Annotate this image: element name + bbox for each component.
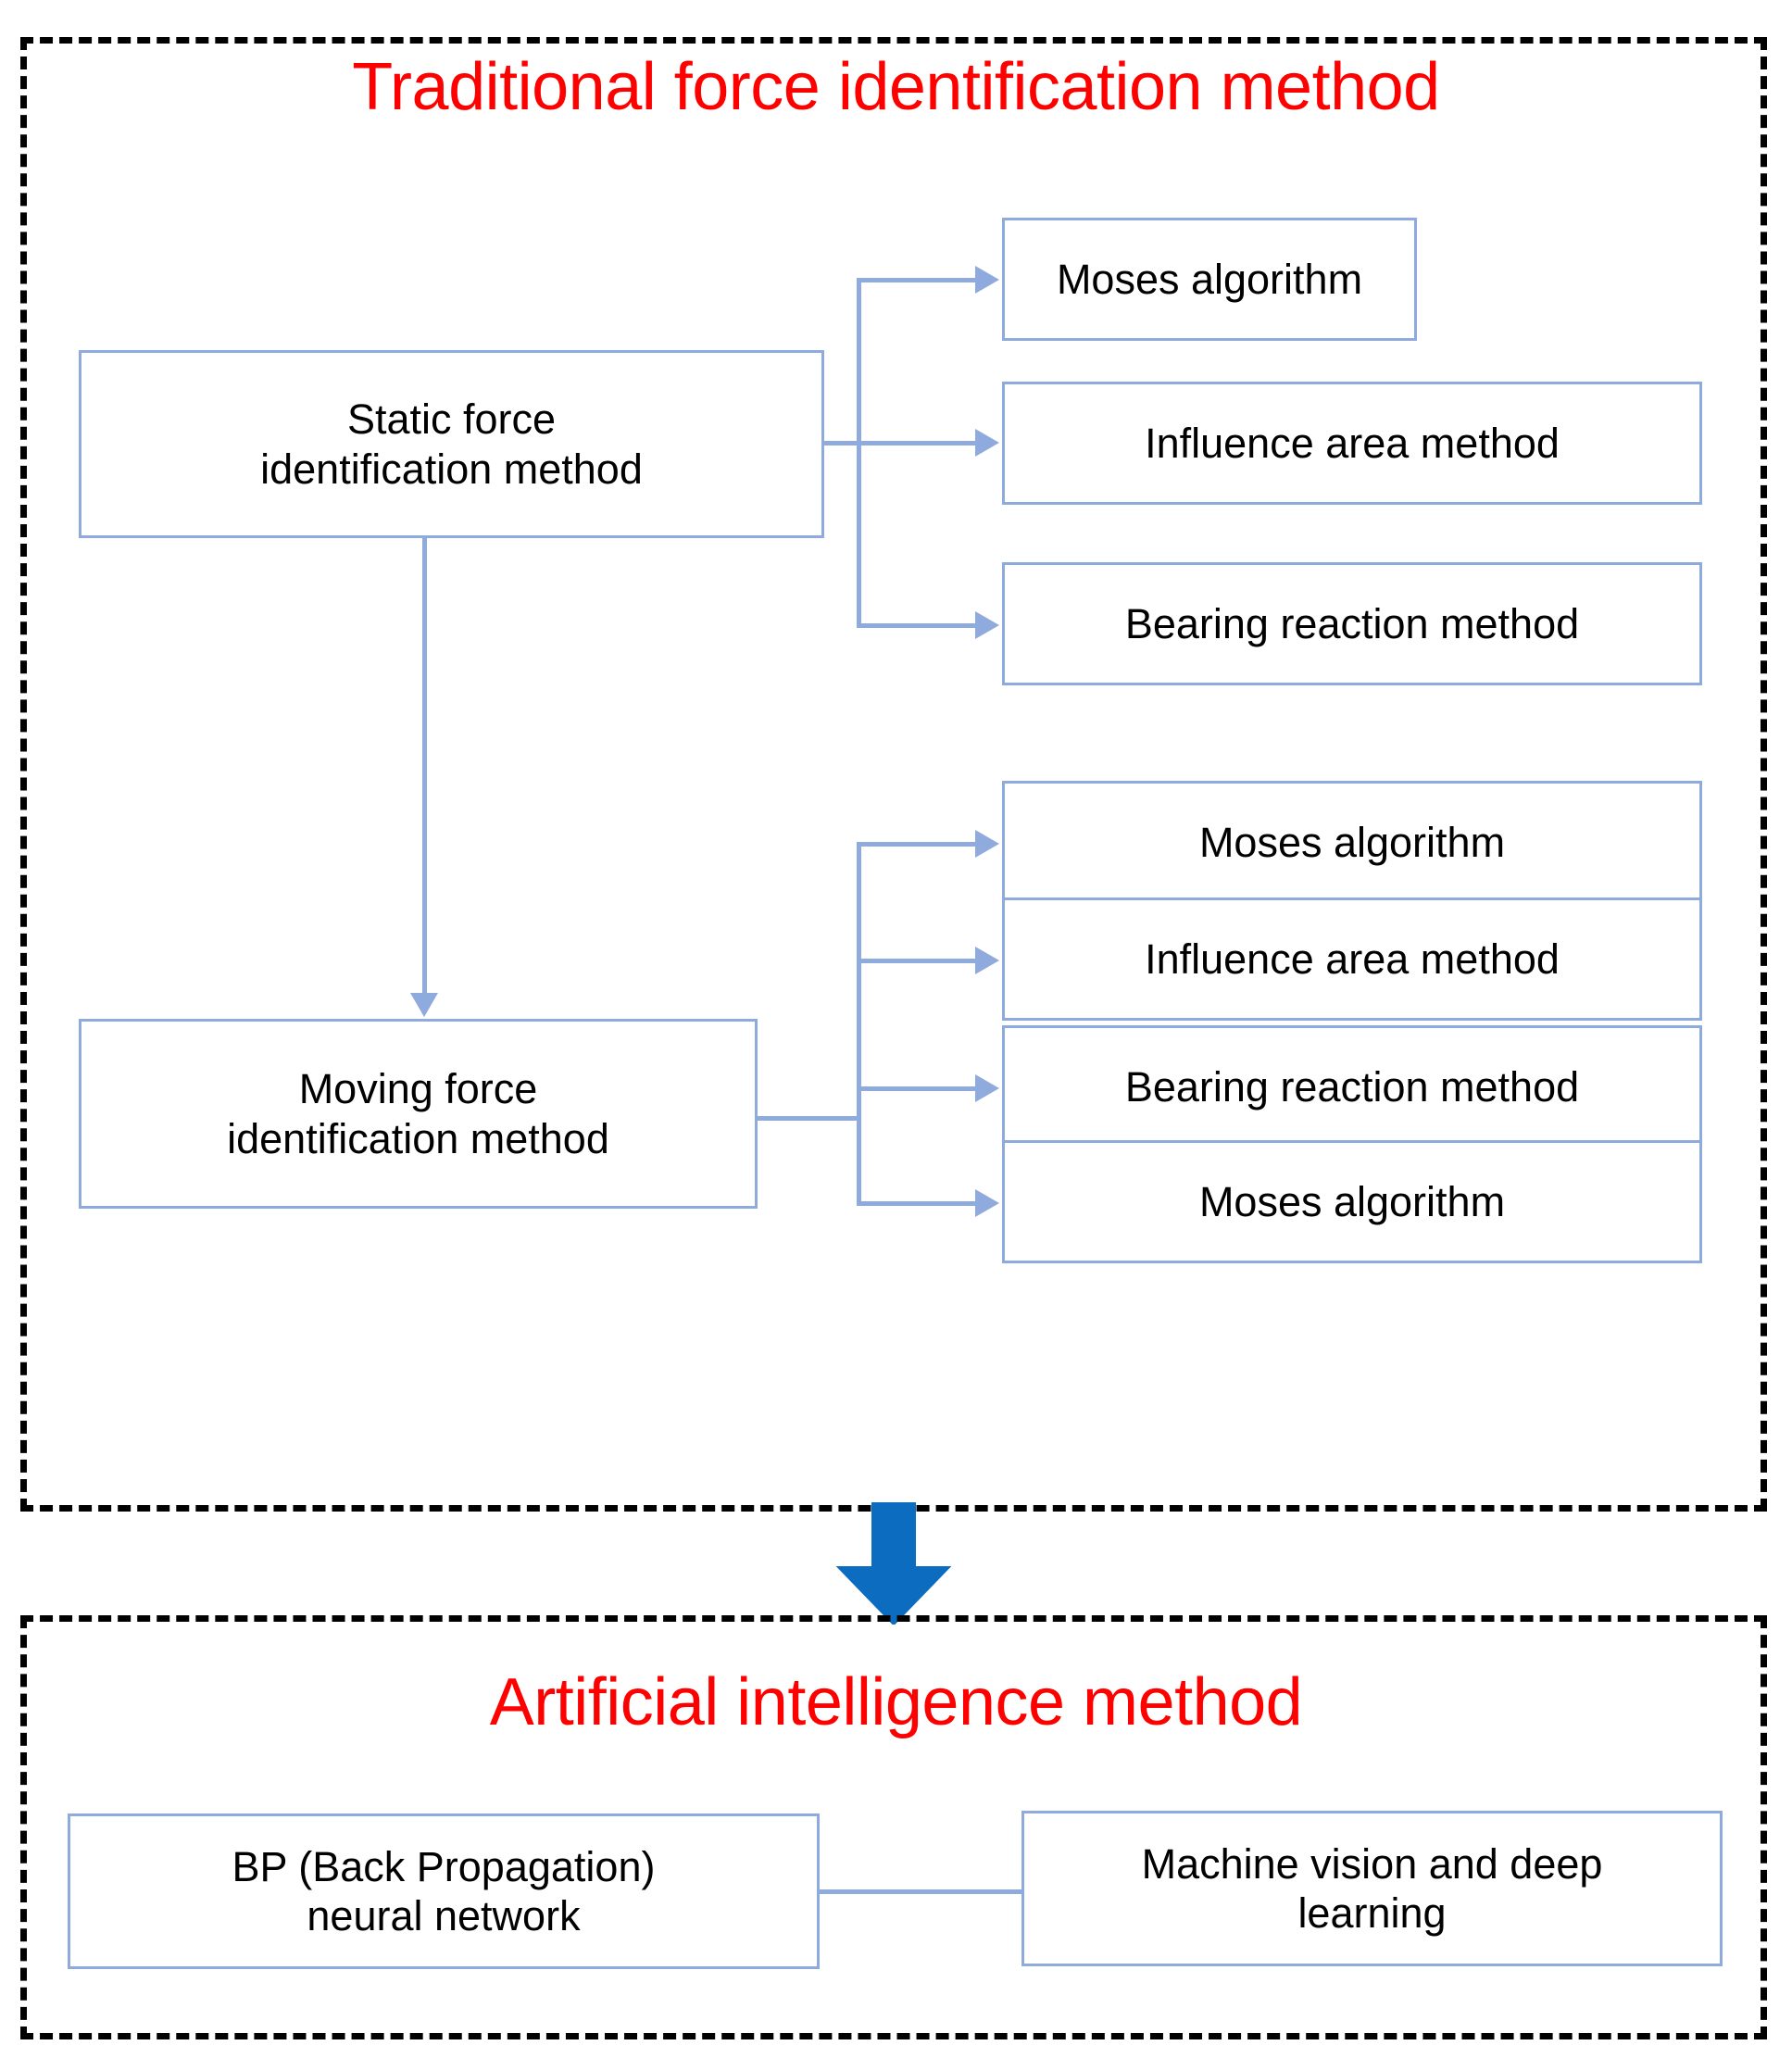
connector-moving-trunk (857, 842, 861, 1206)
arrow-head-moving-1 (975, 830, 999, 858)
section-title-ai: Artificial intelligence method (489, 1665, 1303, 1739)
node-moving-child-moses-algorithm[interactable]: Moses algorithm (1002, 781, 1702, 904)
node-label: Machine vision and deep learning (1141, 1839, 1603, 1937)
connector-moving-branch-2 (857, 959, 977, 963)
node-label: Moses algorithm (1198, 1177, 1506, 1225)
node-moving-child-bearing-reaction-method[interactable]: Bearing reaction method (1002, 1025, 1702, 1148)
node-label: Bearing reaction method (1124, 599, 1580, 647)
node-label: Static force identification method (260, 395, 643, 493)
group-artificial-intelligence-method (20, 1615, 1767, 2039)
node-machine-vision-deep-learning[interactable]: Machine vision and deep learning (1021, 1811, 1723, 1966)
section-title-traditional: Traditional force identification method (352, 50, 1440, 124)
connector-static-branch-1 (857, 278, 977, 282)
node-label: Influence area method (1145, 935, 1560, 983)
connector-bp-to-machine-vision (820, 1889, 1023, 1894)
arrow-head-moving-2 (975, 947, 999, 974)
connector-static-to-moving (422, 538, 427, 997)
node-moving-child-influence-area-method[interactable]: Influence area method (1002, 897, 1702, 1021)
arrow-head-moving-4 (975, 1189, 999, 1217)
arrow-head-static-to-moving (410, 993, 438, 1017)
group-traditional-methods (20, 37, 1767, 1512)
connector-moving-branch-3 (857, 1086, 977, 1091)
node-label: Moses algorithm (1056, 255, 1363, 303)
connector-static-branch-3 (857, 623, 977, 628)
connector-static-branch-2 (857, 441, 977, 445)
node-label: BP (Back Propagation) neural network (232, 1842, 656, 1939)
arrow-head-static-1 (975, 266, 999, 294)
node-bp-neural-network[interactable]: BP (Back Propagation) neural network (68, 1813, 820, 1969)
node-label: Bearing reaction method (1124, 1062, 1580, 1111)
connector-static-trunk (857, 278, 861, 628)
connector-static-stub (824, 441, 861, 445)
node-moving-child-moses-algorithm-2[interactable]: Moses algorithm (1002, 1140, 1702, 1263)
node-static-child-influence-area-method[interactable]: Influence area method (1002, 382, 1702, 505)
node-label: Influence area method (1145, 419, 1560, 467)
arrow-head-moving-3 (975, 1074, 999, 1102)
connector-moving-branch-1 (857, 842, 977, 847)
connector-moving-stub (758, 1116, 861, 1121)
node-label: Moving force identification method (227, 1065, 609, 1162)
node-static-child-bearing-reaction-method[interactable]: Bearing reaction method (1002, 562, 1702, 685)
node-moving-force-identification-method[interactable]: Moving force identification method (79, 1019, 758, 1209)
node-label: Moses algorithm (1198, 818, 1506, 866)
arrow-head-static-2 (975, 429, 999, 457)
node-static-force-identification-method[interactable]: Static force identification method (79, 350, 824, 538)
node-static-child-moses-algorithm[interactable]: Moses algorithm (1002, 218, 1417, 341)
arrow-head-static-3 (975, 611, 999, 639)
down-arrow-icon (832, 1502, 956, 1625)
connector-moving-branch-4 (857, 1201, 977, 1206)
